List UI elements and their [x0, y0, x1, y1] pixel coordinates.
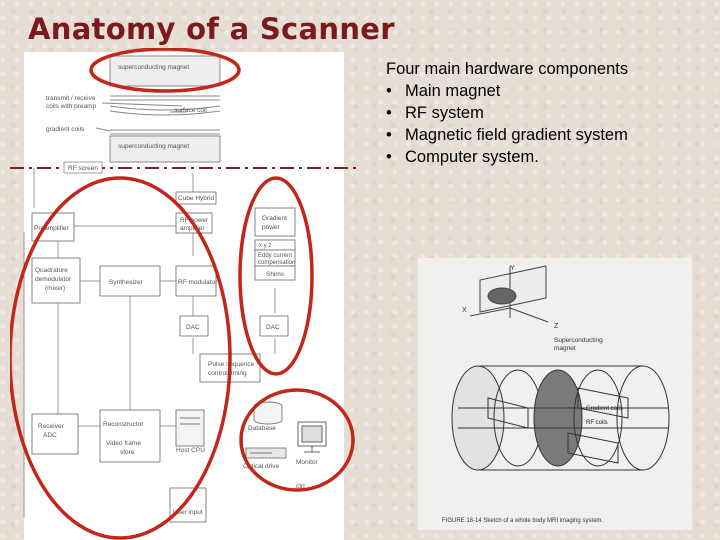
label-sc-magnet-top: superconducting magnet: [118, 64, 189, 71]
axis-y-label: Y: [510, 265, 515, 272]
label-transmit-coils-1: transmit / receive: [46, 95, 96, 102]
label-optical-drive: Optical drive: [243, 463, 280, 470]
label-rf-power-amp-2: amplifier: [180, 225, 205, 232]
axis-x-label: X: [462, 307, 467, 314]
label-gradient-power-1: Gradient: [262, 215, 287, 222]
figure-caption: FIGURE 18-14 Sketch of a whole body MRI …: [442, 518, 603, 524]
label-preamplifier: Preamplifier: [34, 225, 70, 232]
label-sc-magnet-1: Superconducting: [554, 337, 603, 344]
components-list: Main magnet RF system Magnetic field gra…: [386, 80, 706, 168]
magnet-cylinder: [451, 365, 670, 471]
label-gradient-power-2: power: [262, 224, 281, 231]
label-rf-power-amp-1: RF power: [180, 217, 209, 224]
label-database: Database: [248, 425, 276, 432]
label-rf-coils: RF coils: [586, 420, 608, 426]
label-dac-right: DAC: [266, 324, 280, 331]
label-gradient-coils: Gradient coils: [586, 406, 623, 412]
bullet-main-magnet: Main magnet: [386, 80, 706, 102]
label-xyz: x y z: [259, 243, 271, 249]
axis-sketch: [469, 265, 549, 323]
label-shims: Shims: [266, 271, 285, 278]
monitor-icon: [297, 421, 327, 453]
bullet-gradient-system: Magnetic field gradient system: [386, 124, 706, 146]
diagram-blocks: [31, 191, 296, 523]
label-video-1: Video frame: [106, 440, 141, 447]
components-text: Four main hardware components Main magne…: [386, 58, 706, 168]
label-eddy-2: compensation: [258, 260, 295, 266]
slide-title: Anatomy of a Scanner: [28, 12, 395, 46]
label-pulse-2: control timing: [208, 370, 247, 377]
label-video-2: store: [120, 449, 135, 456]
label-quad-3: (mixer): [45, 285, 65, 292]
magnet-assembly: [95, 55, 221, 163]
label-synthesizer: Synthesizer: [109, 279, 144, 286]
label-dac-left: DAC: [186, 324, 200, 331]
rf-screen-box: [63, 161, 103, 174]
computer-system-highlight: [239, 388, 355, 492]
label-receiver-1: Receiver: [38, 423, 64, 430]
main-magnet-highlight: [89, 48, 241, 93]
label-sc-magnet-bottom: superconducting magnet: [118, 143, 189, 150]
label-rf-modulator: RF modulator: [178, 279, 218, 286]
label-host-cpu: Host CPU: [176, 447, 205, 454]
components-intro: Four main hardware components: [386, 60, 629, 78]
database-icon: [253, 401, 283, 425]
bullet-computer-system: Computer system.: [386, 146, 706, 168]
label-quad-1: Quadrature: [35, 267, 68, 274]
label-quad-2: demodulator: [35, 276, 72, 283]
label-reconstructor: Reconstructor: [103, 421, 144, 428]
host-cpu-icon: [175, 409, 205, 447]
bullet-rf-system: RF system: [386, 102, 706, 124]
mri-system-sketch: Y X Z Superconducting magnet Gradient co…: [418, 258, 692, 530]
gradient-system-highlight: [238, 176, 314, 376]
label-monitor: Monitor: [296, 459, 319, 466]
label-transmit-coils-2: coils with preamp: [46, 103, 97, 110]
label-gradient-coils: gradient coils: [46, 126, 85, 133]
label-user-input: User input: [173, 509, 203, 516]
scanner-block-diagram: superconducting magnet transmit / receiv…: [10, 48, 360, 540]
axis-z-label: Z: [554, 323, 559, 330]
rf-system-highlight: [10, 176, 232, 540]
label-eddy-1: Eddy current: [258, 253, 292, 259]
label-receiver-2: ADC: [43, 432, 57, 439]
label-sc-magnet-2: magnet: [554, 345, 576, 352]
label-ctrl: ctrl: [296, 483, 305, 490]
annotation-circles: [10, 48, 355, 540]
label-rf-screen: RF screen: [68, 165, 98, 172]
label-cube-hybrid: Cube Hybrid: [178, 195, 215, 202]
optical-drive-icon: [245, 447, 287, 459]
label-surface-coil: surface coil: [174, 107, 207, 114]
